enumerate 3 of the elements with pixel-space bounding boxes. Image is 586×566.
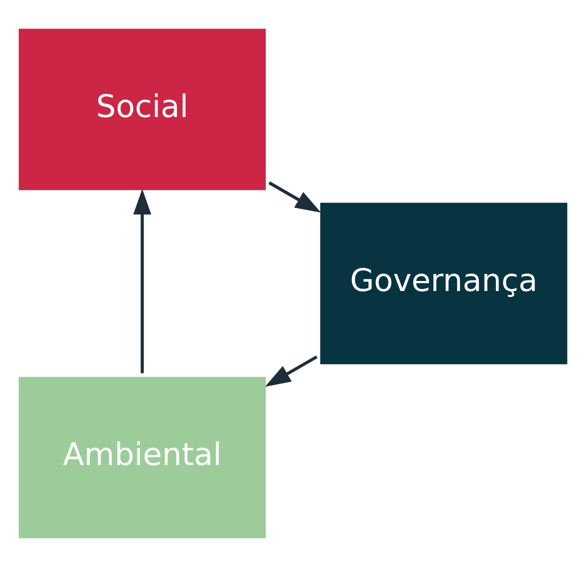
arrow bbox=[268, 180, 321, 212]
arrow bbox=[265, 354, 318, 386]
arrow bbox=[133, 188, 152, 373]
